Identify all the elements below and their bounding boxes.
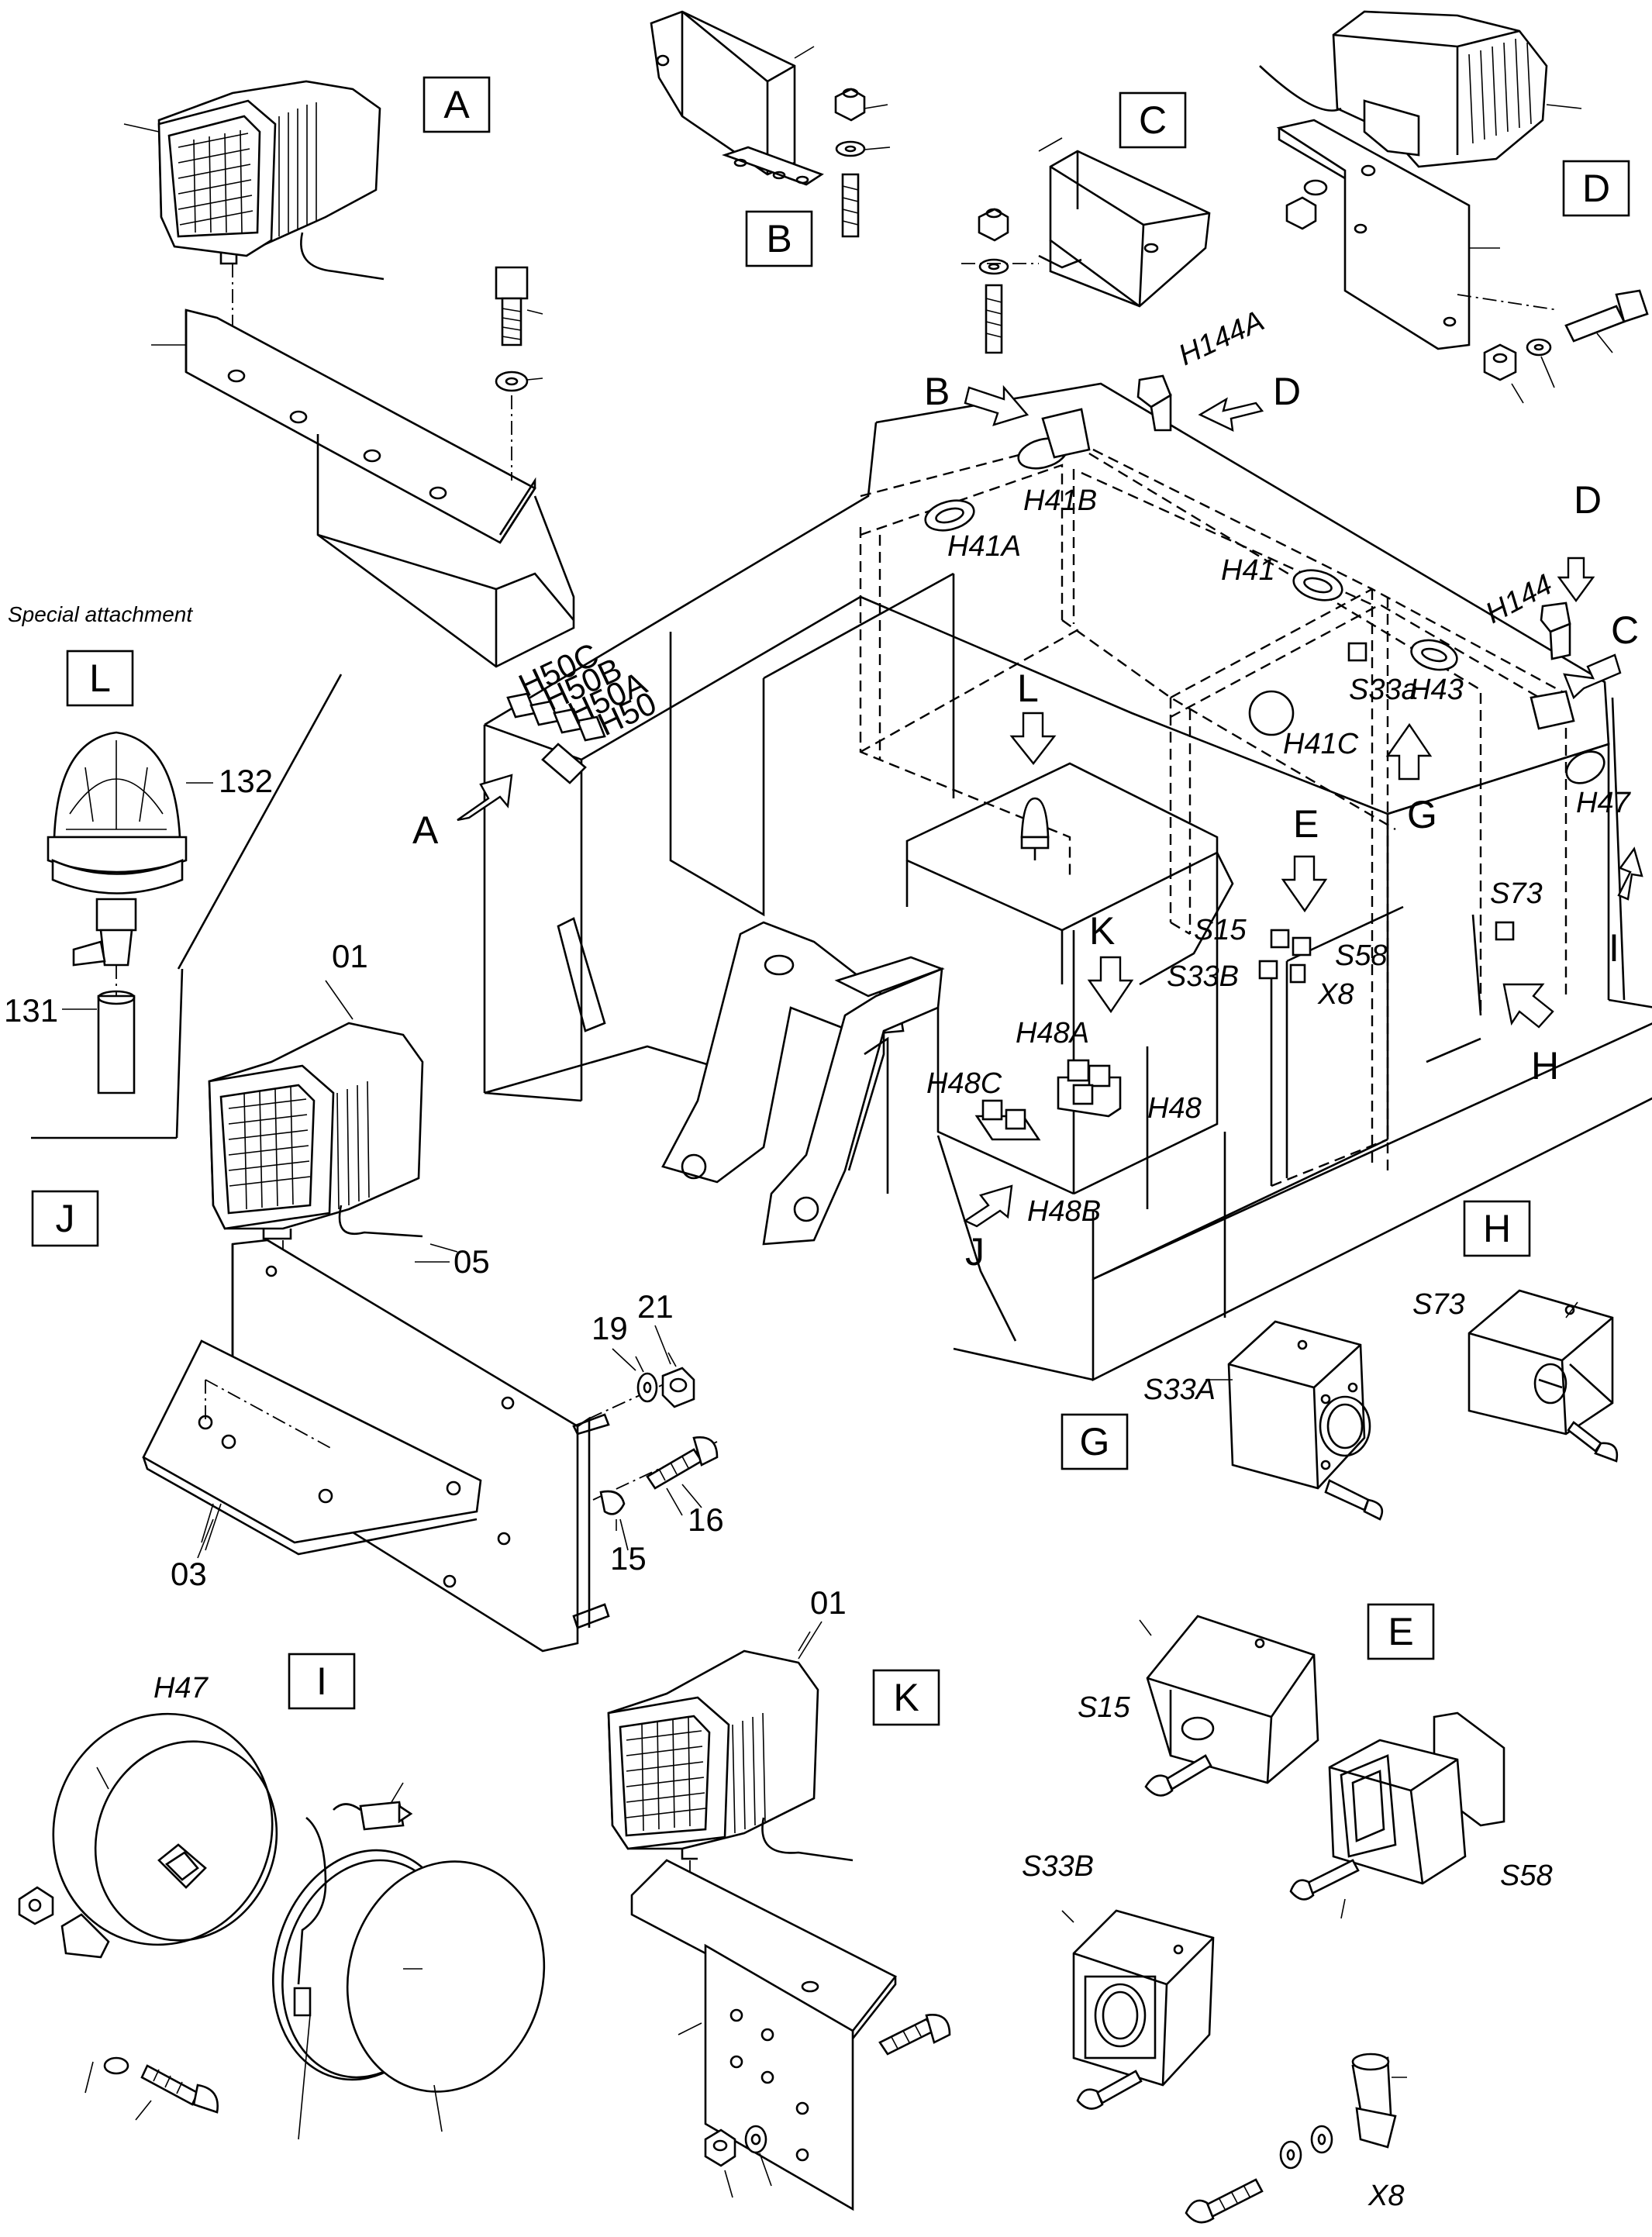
detail-d-lamp bbox=[1259, 10, 1649, 404]
callout-box-e: E bbox=[1367, 1603, 1435, 1660]
detail-l-beacon bbox=[31, 674, 343, 1139]
detail-k-lamp bbox=[607, 1631, 951, 2211]
label-s33a-roof: S33a bbox=[1349, 674, 1418, 706]
detail-i-lamp bbox=[18, 1712, 546, 2140]
label-s33a: S33A bbox=[1143, 1374, 1216, 1406]
label-h48b: H48B bbox=[1027, 1195, 1101, 1228]
marker-d: D bbox=[1273, 370, 1301, 413]
label-h41c: H41C bbox=[1283, 728, 1359, 760]
marker-b: B bbox=[924, 370, 950, 413]
label-s15: S15 bbox=[1194, 914, 1247, 946]
detail-c-bracket bbox=[961, 137, 1211, 354]
label-h47: H47 bbox=[1576, 787, 1632, 819]
cab-frame bbox=[483, 382, 1652, 1382]
callout-box-i: I bbox=[288, 1653, 356, 1710]
label-s58-detail: S58 bbox=[1500, 1860, 1553, 1892]
part-19: 19 bbox=[591, 1310, 628, 1346]
label-h47-detail: H47 bbox=[153, 1672, 209, 1704]
callout-box-j: J bbox=[31, 1190, 99, 1247]
label-s33b: S33B bbox=[1167, 960, 1239, 993]
direction-arrows bbox=[457, 384, 1643, 1228]
part-131: 131 bbox=[4, 992, 58, 1029]
part-01-j: 01 bbox=[332, 938, 368, 974]
svg-text:J: J bbox=[56, 1197, 75, 1240]
detail-a-lamp bbox=[123, 80, 575, 668]
svg-text:A: A bbox=[443, 83, 470, 126]
label-h48: H48 bbox=[1147, 1092, 1202, 1125]
detail-h-switch bbox=[1467, 1289, 1619, 1463]
svg-text:I: I bbox=[316, 1660, 327, 1703]
label-s15-detail: S15 bbox=[1078, 1691, 1130, 1724]
marker-e: E bbox=[1293, 802, 1319, 846]
svg-text:L: L bbox=[89, 657, 111, 700]
svg-text:G: G bbox=[1080, 1420, 1110, 1463]
label-s73-detail: S73 bbox=[1412, 1288, 1465, 1321]
svg-text:C: C bbox=[1139, 98, 1167, 142]
part-15: 15 bbox=[610, 1540, 647, 1577]
callout-box-c: C bbox=[1119, 91, 1187, 149]
callout-box-h: H bbox=[1463, 1200, 1531, 1257]
marker-h: H bbox=[1531, 1044, 1559, 1087]
cab-lamps bbox=[506, 374, 1605, 1141]
detail-j-lamp bbox=[142, 1022, 719, 1653]
marker-d-2: D bbox=[1574, 478, 1602, 522]
label-h41a: H41A bbox=[947, 530, 1021, 563]
part-03: 03 bbox=[171, 1556, 207, 1592]
marker-g: G bbox=[1407, 793, 1437, 836]
svg-text:H: H bbox=[1483, 1207, 1511, 1250]
label-s33b-detail: S33B bbox=[1022, 1850, 1094, 1883]
marker-a: A bbox=[412, 808, 439, 852]
marker-i: I bbox=[1609, 926, 1619, 970]
callout-box-k: K bbox=[872, 1669, 940, 1726]
label-x8-detail: X8 bbox=[1367, 2180, 1404, 2212]
marker-k: K bbox=[1089, 909, 1115, 953]
callout-box-l: L bbox=[66, 650, 134, 707]
part-21: 21 bbox=[637, 1288, 674, 1325]
label-h144a: H144A bbox=[1174, 305, 1269, 372]
svg-text:E: E bbox=[1388, 1610, 1413, 1653]
part-132: 132 bbox=[219, 763, 273, 799]
marker-c: C bbox=[1611, 608, 1639, 652]
part-16: 16 bbox=[688, 1501, 724, 1538]
label-h48c: H48C bbox=[926, 1067, 1002, 1100]
detail-g-switch bbox=[1205, 1320, 1384, 1521]
detail-e-switches bbox=[1061, 1615, 1505, 2224]
label-h41b: H41B bbox=[1023, 484, 1097, 517]
svg-text:D: D bbox=[1582, 167, 1610, 210]
label-h41: H41 bbox=[1221, 554, 1275, 587]
callout-box-b: B bbox=[745, 210, 813, 267]
callout-box-g: G bbox=[1061, 1413, 1129, 1470]
svg-text:K: K bbox=[893, 1676, 919, 1719]
part-05: 05 bbox=[454, 1243, 490, 1280]
svg-text:B: B bbox=[766, 217, 792, 260]
label-h43: H43 bbox=[1409, 674, 1464, 706]
part-01-k: 01 bbox=[810, 1584, 847, 1621]
special-attachment-note: Special attachment bbox=[8, 602, 193, 626]
callout-box-a: A bbox=[422, 76, 491, 133]
label-s73: S73 bbox=[1490, 877, 1543, 910]
detail-b-bracket bbox=[650, 10, 891, 238]
marker-j: J bbox=[965, 1230, 985, 1274]
leader-lines bbox=[197, 980, 823, 1660]
marker-l: L bbox=[1017, 667, 1039, 710]
callout-box-d: D bbox=[1562, 160, 1630, 217]
label-s58: S58 bbox=[1335, 939, 1388, 972]
label-x8: X8 bbox=[1317, 978, 1354, 1011]
label-h48a: H48A bbox=[1016, 1017, 1089, 1050]
